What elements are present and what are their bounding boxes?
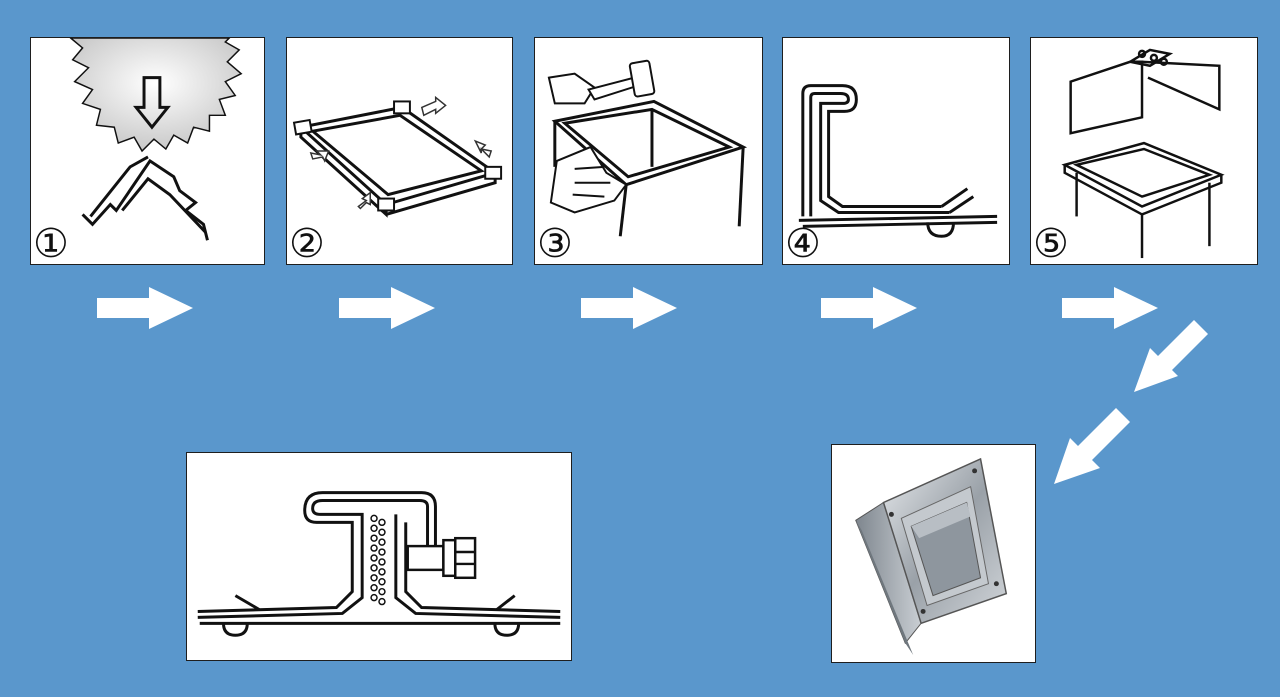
step-4-panel: ④ <box>782 37 1010 265</box>
step-3-panel: ③ <box>534 37 763 265</box>
arrow-down-left-icon <box>1134 320 1208 392</box>
finished-duct-photo-panel <box>831 444 1036 663</box>
step-3-number: ③ <box>537 221 573 265</box>
arrow-right-icon <box>821 287 917 329</box>
flange-profile-section-icon <box>798 84 998 238</box>
flange-joint-detail-panel <box>186 452 572 661</box>
arrow-right-icon <box>581 287 677 329</box>
arrow-down-left-icon <box>1054 408 1130 484</box>
step-1-number: ① <box>33 221 69 265</box>
step-1-panel: ① <box>30 37 265 265</box>
hammer-corner-icon <box>547 59 748 237</box>
finished-duct-end-icon <box>1061 48 1225 259</box>
step-2-panel: ② <box>286 37 513 265</box>
galvanized-duct-photo-icon <box>855 457 1008 655</box>
arrow-right-icon <box>339 287 435 329</box>
flange-joint-cross-section-icon <box>197 491 561 637</box>
arrow-right-icon <box>97 287 193 329</box>
step-5-panel: ⑤ <box>1030 37 1258 265</box>
seam-profile-icon <box>69 38 243 241</box>
step-2-number: ② <box>289 221 325 265</box>
arrow-right-icon <box>1062 287 1158 329</box>
step-4-number: ④ <box>785 221 821 265</box>
step-5-number: ⑤ <box>1033 221 1069 265</box>
flange-frame-assembly-icon <box>292 95 503 218</box>
